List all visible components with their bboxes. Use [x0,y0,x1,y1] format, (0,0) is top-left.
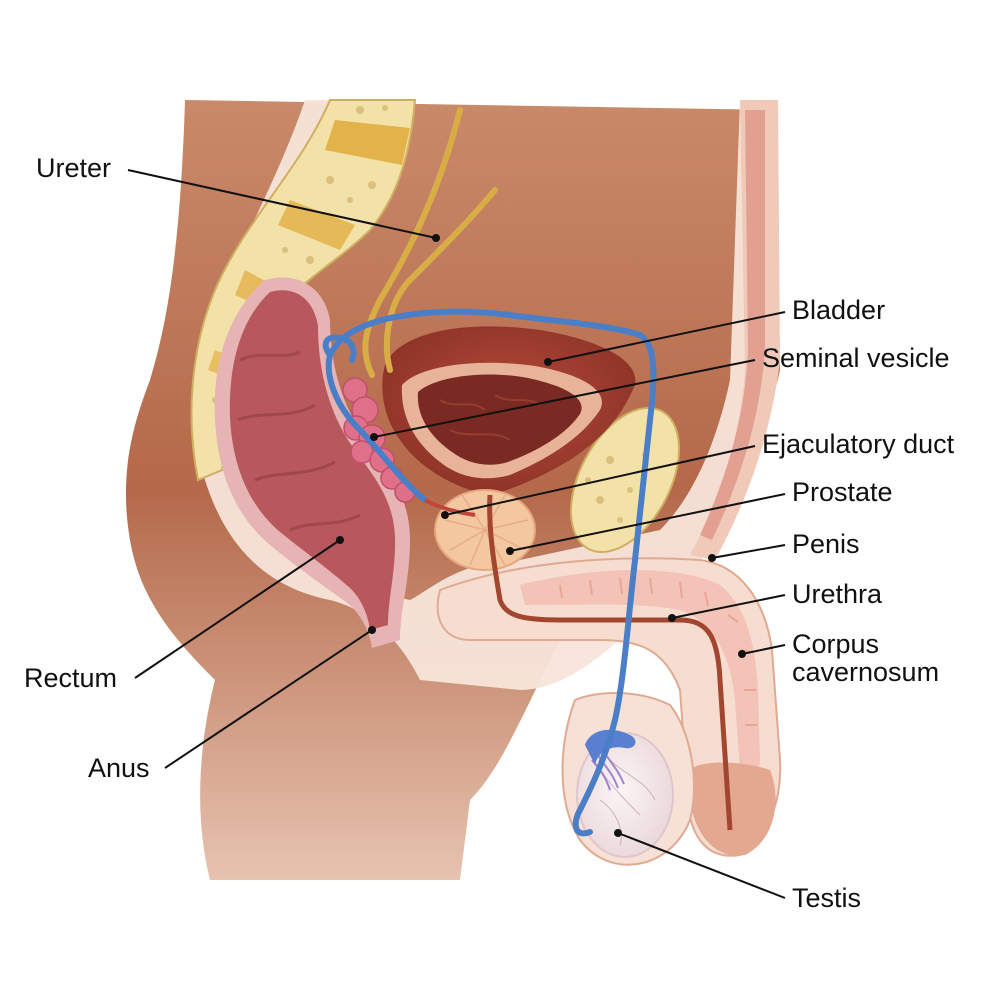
label-bladder: Bladder [792,296,885,324]
label-seminal-vesicle: Seminal vesicle [762,344,950,372]
label-urethra: Urethra [792,580,882,608]
label-ejaculatory-duct: Ejaculatory duct [762,430,954,458]
label-anus: Anus [88,754,150,782]
label-ureter: Ureter [36,154,111,182]
label-corpus-cavernosum: Corpus cavernosum [792,630,939,687]
label-prostate: Prostate [792,478,893,506]
label-testis: Testis [792,884,861,912]
label-rectum: Rectum [24,664,117,692]
prostate-organ [435,490,535,570]
label-penis: Penis [792,530,860,558]
